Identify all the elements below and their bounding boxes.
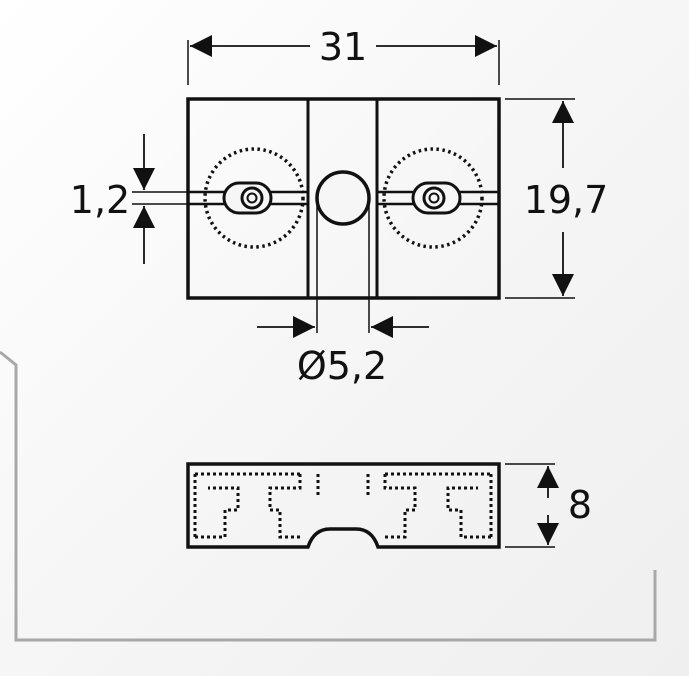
dimension-slot: 1,2: [70, 134, 188, 264]
hidden-lines-right: [366, 472, 493, 539]
dimension-thickness: 8: [505, 463, 592, 548]
dimension-width: 31: [187, 25, 500, 85]
width-label: 31: [319, 25, 367, 69]
top-view-outline: [186, 97, 501, 300]
ring-left-outer: [240, 186, 264, 210]
dotted-circle-right: [382, 147, 484, 249]
height-label: 19,7: [524, 178, 609, 222]
slot-label: 1,2: [70, 178, 130, 222]
hole-label: Ø5,2: [297, 344, 387, 388]
hidden-lines-left: [193, 472, 320, 539]
center-hole: [315, 170, 371, 226]
top-view: [186, 97, 501, 300]
side-view-outline: [186, 462, 501, 549]
ring-right-outer: [422, 186, 446, 210]
oval-slot-right: [411, 181, 462, 215]
dotted-circle-left: [203, 147, 305, 249]
thickness-label: 8: [568, 483, 592, 527]
dimension-height: 19,7: [505, 98, 609, 299]
dimension-hole: Ø5,2: [257, 205, 429, 388]
ring-left-inner: [246, 192, 258, 204]
side-view: [186, 462, 501, 549]
ring-right-inner: [428, 192, 440, 204]
background-frame: [0, 350, 657, 642]
